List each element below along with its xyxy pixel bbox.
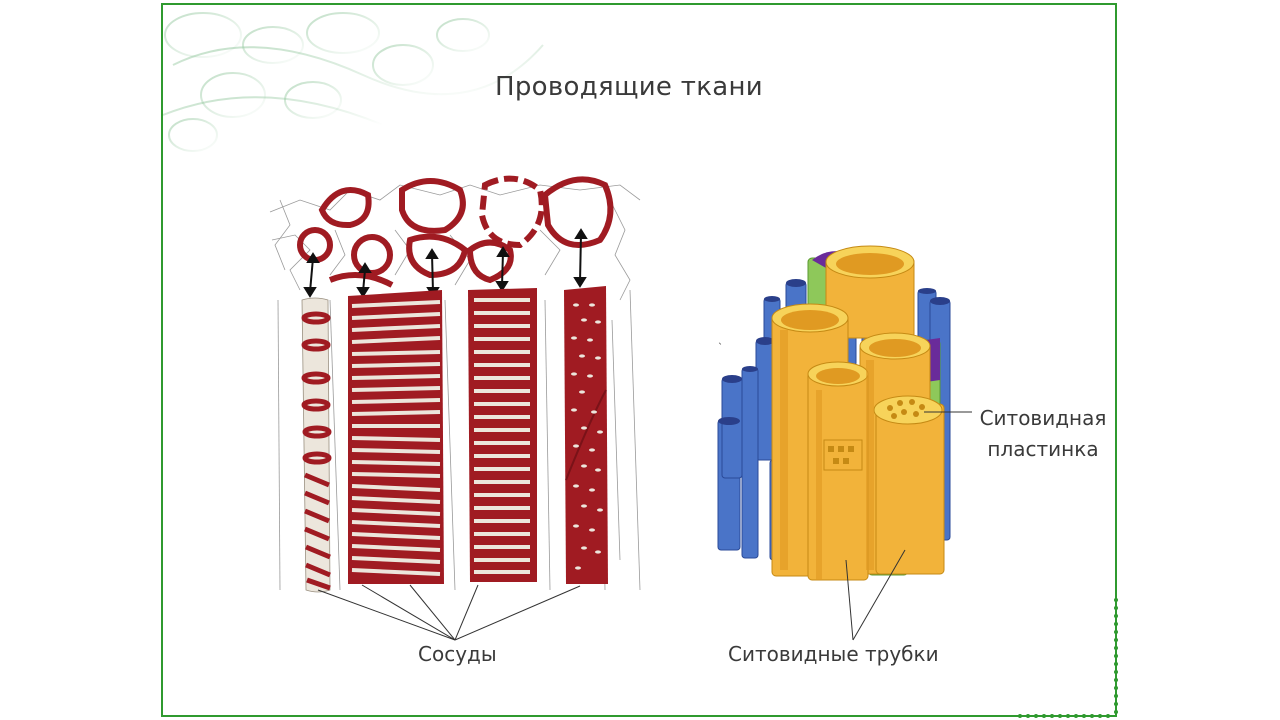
sieve-tubes-label: Ситовидные трубки (728, 642, 939, 666)
slide-frame (161, 3, 1117, 717)
vessels-label: Сосуды (418, 642, 497, 666)
svg-text:ˎ: ˎ (718, 334, 723, 345)
slide-title: Проводящие ткани (495, 72, 763, 102)
xylem-vessels-illustration (269, 175, 641, 641)
sieve-plate-label-line1: Ситовидная (979, 406, 1107, 430)
sieve-plate-label: Ситовидная пластинка (968, 403, 1118, 465)
decorative-cell-background (163, 12, 544, 152)
sieve-plate-label-line2: пластинка (987, 437, 1099, 461)
vessels-leader-lines (317, 584, 581, 641)
phloem-sieve-tubes-illustration: ˎ (717, 245, 972, 641)
sieve-tubes-leader-lines (845, 549, 906, 641)
